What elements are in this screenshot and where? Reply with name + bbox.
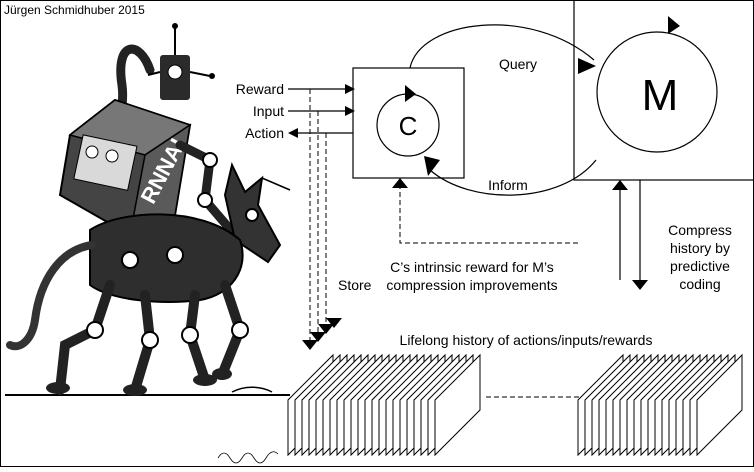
intrinsic-reward-line2: compression improvements	[386, 277, 557, 293]
controller-loop-arrowhead	[405, 85, 416, 102]
robot-illustration: RNNAI	[5, 23, 291, 464]
input-label: Input	[253, 103, 284, 119]
reward-label: Reward	[236, 81, 284, 97]
history-stack	[287, 353, 743, 457]
compress-line2: history by	[670, 240, 730, 256]
store-label: Store	[338, 277, 372, 293]
sun-arc	[231, 386, 273, 393]
credit-text: Jürgen Schmidhuber 2015	[4, 3, 145, 17]
signature-scribble	[217, 451, 279, 464]
compress-line4: coding	[679, 276, 720, 292]
inform-label: Inform	[488, 177, 528, 193]
history-sheet	[696, 353, 743, 457]
compress-line1: Compress	[668, 222, 732, 238]
compress-text: Compress history by predictive coding	[668, 222, 732, 292]
robot-eye	[167, 64, 183, 80]
query-arc	[409, 24, 595, 69]
store-lines	[309, 89, 327, 340]
action-label: Action	[245, 125, 284, 141]
horse-body	[89, 213, 244, 303]
controller-box	[352, 67, 465, 179]
model-box	[573, 0, 754, 181]
intrinsic-reward-arrowhead	[392, 178, 408, 188]
history-label: Lifelong history of actions/inputs/rewar…	[400, 332, 653, 348]
controller-label: C	[399, 111, 418, 141]
intrinsic-reward-line1: C’s intrinsic reward for M’s	[390, 259, 554, 275]
inform-arc	[429, 159, 597, 196]
compress-line3: predictive	[670, 258, 730, 274]
query-arrowhead	[578, 58, 596, 74]
query-label: Query	[499, 56, 537, 72]
model-loop	[596, 31, 718, 153]
horse-tail	[6, 241, 96, 351]
model-label: M	[642, 71, 679, 120]
model-loop-arrowhead	[668, 16, 680, 34]
inform-arrowhead	[424, 156, 440, 176]
intrinsic-reward-path	[399, 185, 578, 244]
history-sheet	[434, 353, 481, 457]
